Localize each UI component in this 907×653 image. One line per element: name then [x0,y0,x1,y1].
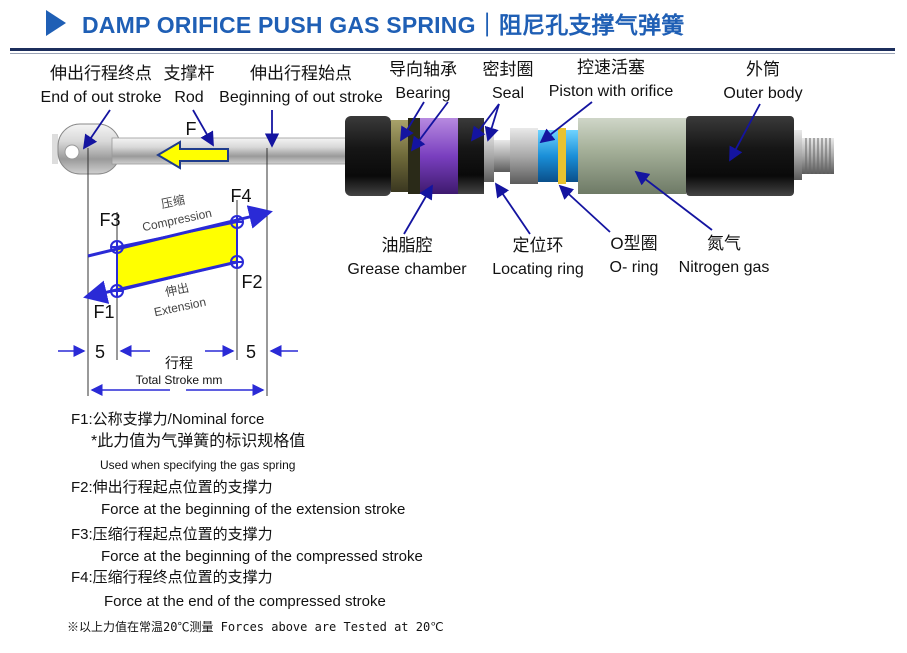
label-seal-en: Seal [491,85,525,102]
f1-label: F1 [93,302,115,322]
label-rod-zh: 支撑杆 [163,64,215,83]
force-stroke-diagram [58,148,298,396]
note-f3: F3:压缩行程起点位置的支撑力 [71,526,273,543]
note-f2-en: Force at the beginning of the extension … [101,501,406,518]
cylinder-body [345,116,834,196]
f4-label: F4 [230,186,252,206]
label-grease-chamber-zh: 油脂腔 [381,236,433,255]
label-nitrogen-en: Nitrogen gas [678,259,770,276]
label-piston-en: Piston with orifice [548,83,674,100]
header-arrow-icon [46,10,66,36]
label-outer-body-en: Outer body [723,85,803,102]
label-locating-ring-en: Locating ring [492,261,584,278]
force-f-label: F [185,119,197,139]
label-nitrogen-zh: 氮气 [707,234,741,253]
label-beginning-of-out-stroke-zh: 伸出行程始点 [250,64,352,83]
rod-end-eye [52,123,353,175]
note-f4-en: Force at the end of the compressed strok… [104,593,386,610]
note-f1: F1:公称支撑力/Nominal force [71,411,265,428]
label-o-ring-en: O- ring [609,259,659,276]
pointer-lines [82,101,761,235]
header-rule-thin [10,53,895,54]
label-locating-ring-zh: 定位环 [512,236,564,255]
label-bearing-en: Bearing [395,85,451,102]
label-rod-en: Rod [174,89,204,106]
stroke-zh: 行程 [165,355,193,371]
label-outer-body-zh: 外筒 [746,60,780,79]
note-f1-sub-en: Used when specifying the gas spring [100,458,296,472]
footer-note: ※以上力值在常温20℃测量 Forces above are Tested at… [67,620,444,634]
label-end-of-out-stroke-en: End of out stroke [40,89,162,106]
f3-label: F3 [99,210,121,230]
page-title: DAMP ORIFICE PUSH GAS SPRING｜阻尼孔支撑气弹簧 [82,12,685,38]
label-grease-chamber-en: Grease chamber [347,261,467,278]
note-f1-sub-zh: *此力值为气弹簧的标识规格值 [91,433,306,450]
label-seal-zh: 密封圈 [482,60,534,79]
note-f4: F4:压缩行程终点位置的支撑力 [71,569,273,586]
label-piston-zh: 控速活塞 [577,58,645,77]
label-beginning-of-out-stroke-en: Beginning of out stroke [219,89,383,106]
label-end-of-out-stroke-zh: 伸出行程终点 [50,64,152,83]
f2-label: F2 [241,272,263,292]
label-o-ring-zh: O型圈 [610,234,658,253]
note-f3-en: Force at the beginning of the compressed… [101,548,423,565]
margin-right-value: 5 [245,342,257,362]
force-arrow-icon [156,140,229,170]
note-f2: F2:伸出行程起点位置的支撑力 [71,479,273,496]
header-rule [10,48,895,51]
label-bearing-zh: 导向轴承 [389,60,457,79]
margin-left-value: 5 [94,342,106,362]
stroke-en: Total Stroke mm [135,373,223,387]
